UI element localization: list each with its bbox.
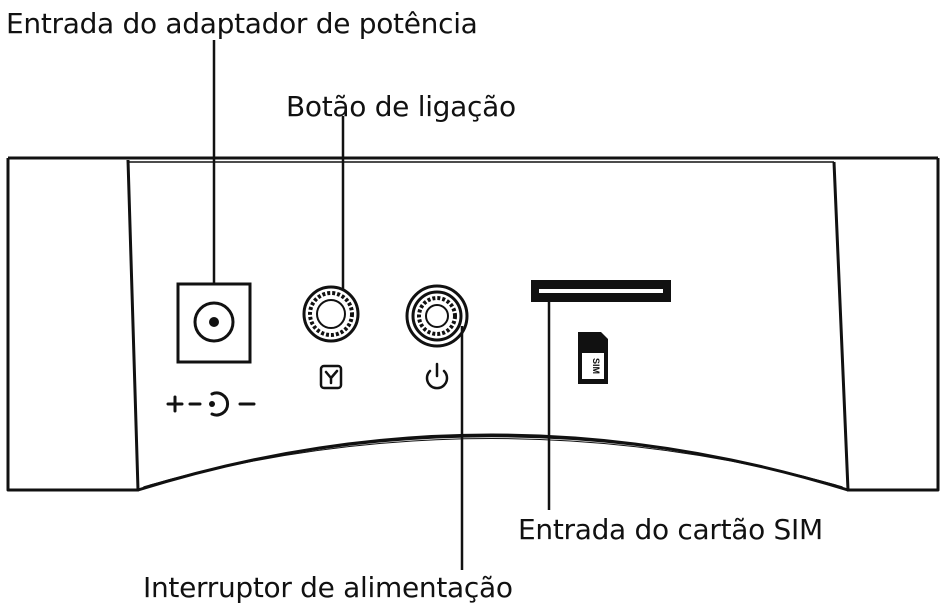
label-sim-card-slot: Entrada do cartão SIM — [518, 513, 823, 546]
bottom-arch — [136, 433, 850, 492]
power-adapter-jack — [176, 282, 252, 364]
label-power-switch: Interruptor de alimentação — [143, 571, 513, 604]
label-connect-button: Botão de ligação — [286, 90, 516, 123]
label-power-adapter-input: Entrada do adaptador de potência — [6, 7, 478, 40]
sim-card-icon: SIM — [578, 332, 608, 384]
leader-lines — [212, 40, 551, 570]
connect-symbol-icon — [319, 364, 343, 390]
device-body — [6, 156, 940, 492]
connect-button-graphic — [302, 285, 360, 343]
power-symbol-icon — [425, 362, 449, 390]
polarity-symbol — [166, 391, 256, 417]
power-switch-graphic — [405, 284, 469, 348]
svg-text:SIM: SIM — [591, 358, 601, 374]
sim-card-slot-graphic — [531, 280, 671, 302]
